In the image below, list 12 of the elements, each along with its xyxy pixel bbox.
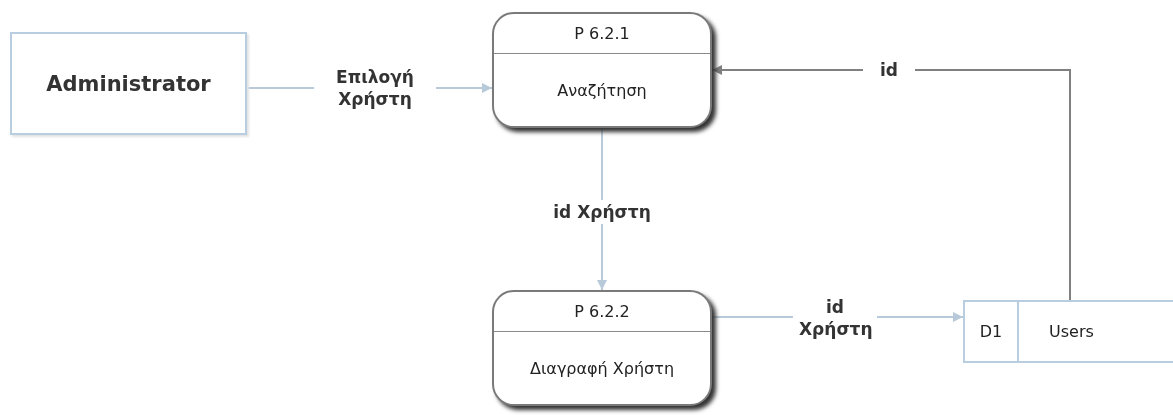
store-id: D1 xyxy=(979,322,1003,341)
process-number: P 6.2.2 xyxy=(574,302,630,321)
process-number: P 6.2.1 xyxy=(574,24,630,43)
entity-name: Administrator xyxy=(46,71,211,96)
external-entity xyxy=(10,32,247,135)
process-box xyxy=(492,290,712,406)
data-store xyxy=(963,300,1173,363)
arrow xyxy=(711,65,1071,301)
process-name: Αναζήτηση xyxy=(557,80,647,100)
process-box xyxy=(492,12,712,128)
process-name: Διαγραφή Χρήστη xyxy=(530,358,674,378)
store-name: Users xyxy=(1049,322,1094,341)
